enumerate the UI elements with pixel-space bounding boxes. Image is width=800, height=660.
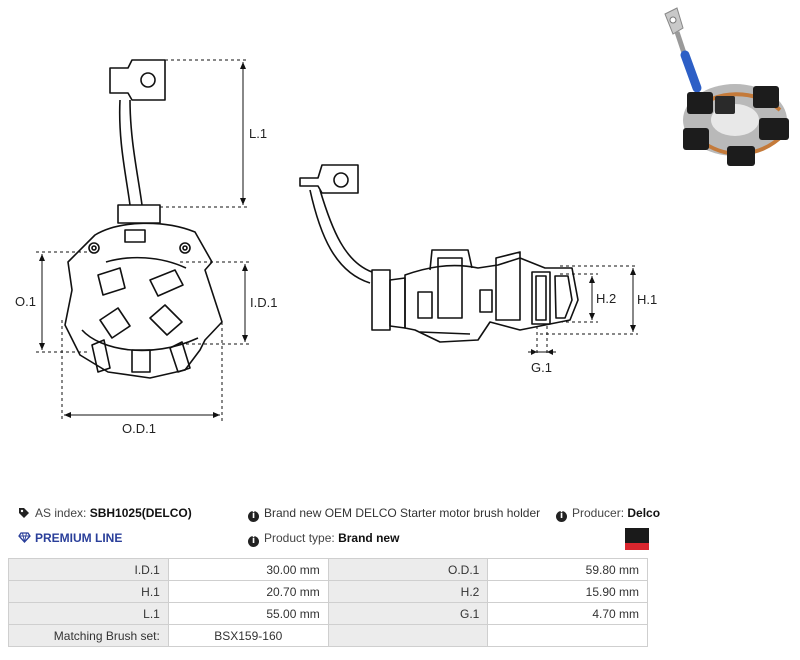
table-row: H.1 20.70 mm H.2 15.90 mm [8, 580, 648, 603]
spec-value: 4.70 mm [487, 602, 648, 625]
dim-label-id1: I.D.1 [250, 295, 277, 310]
empty-cell [487, 624, 648, 647]
spec-key: O.D.1 [327, 558, 489, 581]
table-row: Matching Brush set: BSX159-160 [8, 624, 648, 647]
tag-icon [19, 508, 29, 518]
product-photo [664, 7, 789, 166]
technical-drawing: L.1 O.1 I.D.1 O.D.1 H.1 H.2 G.1 [15, 59, 657, 436]
spec-value: 20.70 mm [167, 580, 329, 603]
diamond-icon [18, 532, 31, 543]
dim-label-o1: O.1 [15, 294, 36, 309]
spec-value: 15.90 mm [487, 580, 648, 603]
info-icon: i [556, 511, 567, 522]
info-icon: i [248, 511, 259, 522]
table-row: L.1 55.00 mm G.1 4.70 mm [8, 602, 648, 625]
matching-brush-value[interactable]: BSX159-160 [167, 624, 329, 647]
as-index-value: SBH1025(DELCO) [89, 506, 192, 520]
spec-key: I.D.1 [8, 558, 169, 581]
producer-value: Delco [627, 506, 661, 520]
empty-cell [327, 624, 489, 647]
spec-key: H.2 [327, 580, 489, 603]
dim-label-od1: O.D.1 [122, 421, 156, 436]
spec-key: L.1 [8, 602, 169, 625]
description: i Brand new OEM DELCO Starter motor brush… [248, 506, 540, 522]
dim-label-h2: H.2 [596, 291, 616, 306]
spec-value: 30.00 mm [167, 558, 329, 581]
as-index: AS index: SBH1025(DELCO) [18, 506, 192, 520]
table-row: I.D.1 30.00 mm O.D.1 59.80 mm [8, 558, 648, 581]
brand-badge-icon [625, 528, 649, 550]
info-icon: i [248, 536, 259, 547]
specs-table: I.D.1 30.00 mm O.D.1 59.80 mm H.1 20.70 … [8, 558, 648, 647]
spec-value: 59.80 mm [487, 558, 648, 581]
spec-value: 55.00 mm [167, 602, 329, 625]
spec-key: G.1 [327, 602, 489, 625]
matching-brush-label: Matching Brush set: [8, 624, 169, 647]
dim-label-h1: H.1 [637, 292, 657, 307]
product-type-value: Brand new [338, 531, 400, 545]
description-text: Brand new OEM DELCO Starter motor brush … [264, 506, 541, 520]
premium-line: PREMIUM LINE [18, 531, 122, 545]
spec-key: H.1 [8, 580, 169, 603]
dim-label-g1: G.1 [531, 360, 552, 375]
as-index-label: AS index: [35, 506, 87, 520]
producer-label: Producer: [572, 506, 625, 520]
premium-line-text: PREMIUM LINE [35, 531, 123, 545]
producer: i Producer: Delco [556, 506, 660, 522]
product-type: i Product type: Brand new [248, 531, 399, 547]
product-type-label: Product type: [264, 531, 335, 545]
dim-label-l1: L.1 [249, 126, 267, 141]
